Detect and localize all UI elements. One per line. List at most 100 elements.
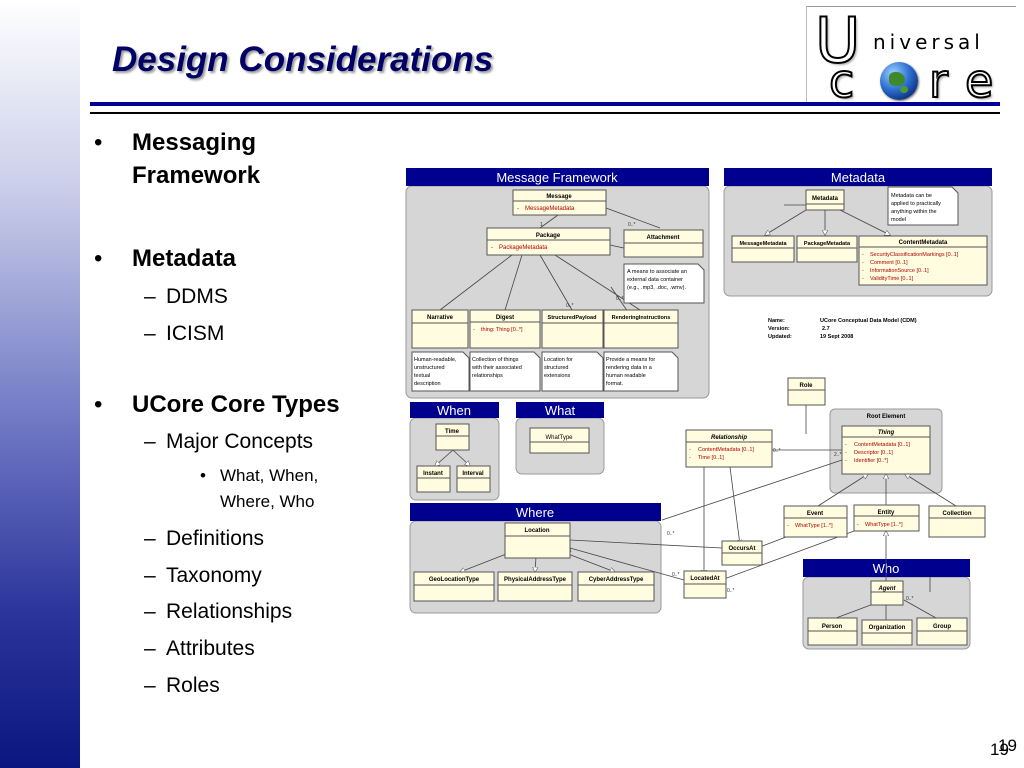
note-line: anything within the bbox=[891, 209, 937, 215]
dash-icon: – bbox=[144, 285, 156, 308]
bullet-dot-icon: • bbox=[94, 391, 103, 418]
note-box bbox=[887, 186, 959, 226]
bullet-text: UCore Core Types bbox=[132, 391, 340, 418]
panel-header-label: Metadata bbox=[831, 170, 886, 185]
sub-bullet-text: Definitions bbox=[166, 527, 265, 550]
note-line: Provide a means for bbox=[606, 357, 655, 363]
page-title: Design Considerations bbox=[112, 40, 494, 79]
event-thing-link bbox=[817, 474, 868, 507]
attr-bullet: - bbox=[787, 523, 789, 529]
class-name: Instant bbox=[423, 471, 443, 477]
class-name: PackageMetadata bbox=[804, 241, 851, 247]
note-line: Collection of things bbox=[472, 357, 519, 363]
class-name: Group bbox=[933, 624, 951, 630]
where-thing-link bbox=[661, 459, 843, 521]
class-box bbox=[577, 571, 655, 602]
model-info: Name: UCore Conceptual Data Model (CDM) … bbox=[768, 318, 917, 340]
class-structured-payload: StructuredPayload bbox=[541, 309, 604, 349]
class-attr: Comment [0..1] bbox=[870, 260, 908, 266]
attr-bullet: - bbox=[689, 447, 691, 453]
note-text: Collection of things with their associat… bbox=[471, 357, 523, 379]
class-instant: Instant bbox=[416, 465, 451, 493]
note-rendering: Provide a means for rendering data in a … bbox=[603, 351, 679, 392]
sub-bullet-text: DDMS bbox=[166, 285, 228, 308]
note-line: format. bbox=[606, 381, 624, 387]
class-occurs-at: OccursAt bbox=[721, 540, 763, 566]
mult-label: 0..* bbox=[906, 596, 914, 602]
note-line: structured bbox=[544, 365, 568, 371]
page-number: 19 bbox=[990, 740, 1009, 759]
panel-header-label: What bbox=[545, 403, 576, 418]
class-name: WhatType bbox=[545, 435, 573, 441]
note-line: description bbox=[414, 381, 441, 387]
note-line: applied to practically bbox=[891, 201, 941, 207]
class-attr: thing: Thing [0..*] bbox=[481, 327, 523, 333]
model-version-value: 2.7 bbox=[822, 326, 830, 332]
bullet-text: Metadata bbox=[132, 245, 237, 272]
dash-icon: – bbox=[144, 637, 156, 660]
sidebar-gradient bbox=[0, 0, 80, 768]
class-location: Location bbox=[504, 522, 571, 559]
class-metadata: Metadata bbox=[805, 189, 845, 211]
note-line: textual bbox=[414, 373, 430, 379]
note-line: A means to associate an bbox=[627, 269, 687, 275]
page-number-echo: 19 bbox=[998, 736, 1017, 755]
class-box bbox=[805, 189, 845, 211]
mult-label: 0..* bbox=[672, 572, 680, 578]
title-rule-blue bbox=[90, 102, 1000, 106]
class-box bbox=[486, 227, 611, 256]
class-attr: SecurityClassificationMarkings [0..1] bbox=[870, 252, 959, 258]
class-geo-location-type: GeoLocationType bbox=[413, 571, 495, 602]
location-occursat-link bbox=[569, 539, 723, 549]
note-text: A means to associate an external data co… bbox=[627, 269, 688, 291]
class-name: Organization bbox=[869, 625, 906, 631]
class-organization: Organization bbox=[861, 619, 913, 646]
note-text: Provide a means for rendering data in a … bbox=[606, 357, 657, 387]
class-name: Metadata bbox=[812, 196, 839, 202]
class-person: Person bbox=[807, 617, 858, 646]
model-name-value: UCore Conceptual Data Model (CDM) bbox=[820, 318, 917, 324]
class-name: Location bbox=[525, 528, 550, 534]
attr-bullet: - bbox=[857, 522, 859, 528]
class-box bbox=[796, 235, 858, 263]
class-box bbox=[456, 465, 491, 493]
panel-header-bar bbox=[410, 402, 499, 418]
class-message: Message - MessageMetadata bbox=[512, 189, 607, 216]
note-line: extensions bbox=[544, 373, 571, 379]
sub-bullet-text: Attributes bbox=[166, 637, 255, 660]
class-digest: Digest - thing: Thing [0..*] bbox=[469, 309, 541, 349]
class-relationship: Relationship -ContentMetadata [0..1] -Ti… bbox=[685, 429, 773, 468]
attr-bullet: - bbox=[845, 442, 847, 448]
class-attr: PackageMetadata bbox=[499, 245, 548, 251]
note-attachment: A means to associate an external data co… bbox=[623, 263, 705, 304]
mult-label: 0..* bbox=[566, 303, 574, 309]
metadata-contentmetadata-link bbox=[839, 209, 890, 235]
dash-icon: – bbox=[144, 430, 156, 453]
time-interval-link bbox=[452, 449, 470, 466]
class-name: GeoLocationType bbox=[429, 577, 480, 583]
class-attr: ValidityTime [0..1] bbox=[870, 276, 914, 282]
bullet-text: Framework bbox=[132, 162, 261, 189]
class-name: Relationship bbox=[711, 435, 747, 441]
class-box bbox=[541, 309, 604, 349]
bullet-dot-icon: • bbox=[94, 129, 103, 156]
class-box bbox=[411, 309, 469, 349]
class-attachment: Attachment bbox=[623, 229, 704, 258]
note-line: external data container bbox=[627, 277, 683, 283]
class-attr: WhatType [1..*] bbox=[795, 523, 833, 529]
panel-header-label: Where bbox=[516, 505, 554, 520]
sub-sub-bullet-text: Where, Who bbox=[220, 492, 315, 511]
class-attrs: -ContentMetadata [0..1] -Time [0..1] bbox=[689, 447, 756, 461]
attr-bullet: - bbox=[862, 276, 864, 282]
class-box bbox=[416, 465, 451, 493]
class-box bbox=[685, 429, 773, 468]
logo-r: r bbox=[928, 54, 954, 108]
note-line: model bbox=[891, 217, 906, 223]
class-package: Package - PackageMetadata bbox=[486, 227, 611, 256]
attr-bullet: - bbox=[845, 458, 847, 464]
metadata-messagemetadata-link bbox=[765, 209, 807, 235]
sub-bullet-text: ICISM bbox=[166, 322, 225, 345]
class-box bbox=[529, 427, 590, 454]
class-name: Event bbox=[807, 511, 823, 517]
dash-icon: – bbox=[144, 674, 156, 697]
